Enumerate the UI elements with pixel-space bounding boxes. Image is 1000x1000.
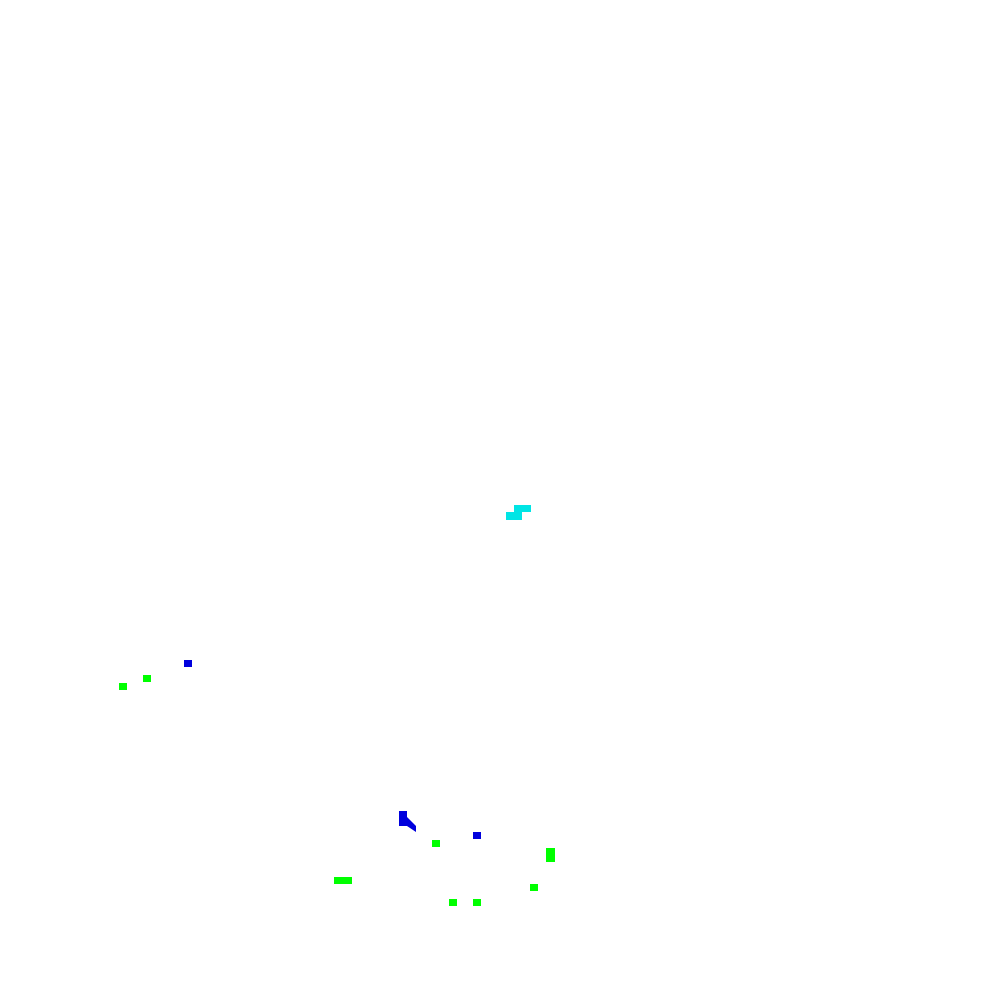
blue-dot-pixel [184,660,192,667]
green-dot-sprite [530,884,538,891]
green-dot-pixel [119,683,127,690]
green-dot-pixel [143,675,151,682]
green-block-sprite [546,848,555,862]
green-dot-sprite [473,899,481,906]
green-dot-sprite [143,675,151,682]
blue-dot-sprite [184,660,192,667]
green-dot-sprite [119,683,127,690]
green-dot-sprite [449,899,457,906]
cyan-cluster-pixel [514,505,531,512]
green-dot-pixel [432,840,440,847]
green-dot-sprite [432,840,440,847]
blue-cursor-sprite [399,811,416,832]
cyan-cluster-sprite [506,505,531,520]
green-bar-sprite [334,877,352,884]
green-bar-pixel [334,877,352,884]
blue-dot-pixel [473,832,481,839]
green-dot-pixel [473,899,481,906]
blue-dot-sprite [473,832,481,839]
green-block-pixel [546,848,555,862]
cyan-cluster-pixel [506,512,522,520]
green-dot-pixel [449,899,457,906]
green-dot-pixel [530,884,538,891]
blue-cursor-shape [399,811,416,832]
